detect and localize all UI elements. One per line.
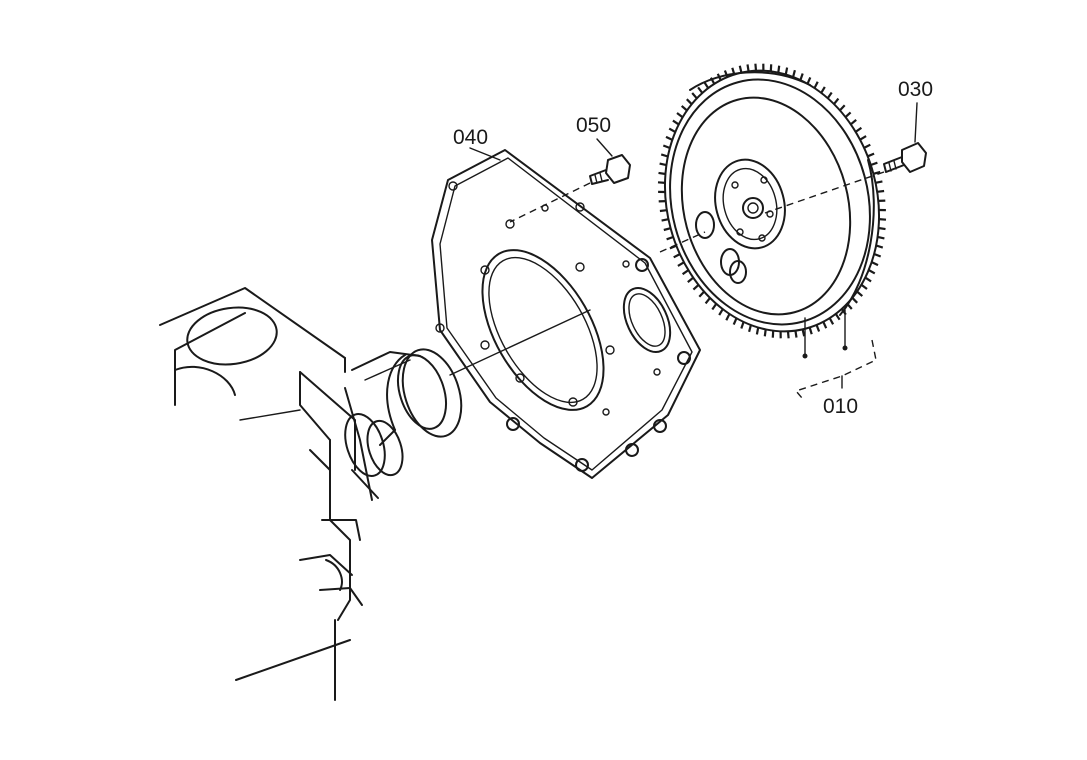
gear-tooth (763, 329, 767, 337)
gear-tooth (723, 70, 729, 78)
gear-tooth (746, 64, 750, 72)
crankshaft (344, 348, 463, 501)
gear-tooth (665, 135, 673, 141)
gear-tooth (875, 244, 884, 249)
gear-tooth (732, 317, 738, 326)
gear-tooth (709, 77, 716, 85)
gear-tooth (815, 324, 821, 332)
gear-tooth (801, 329, 806, 337)
gear-tooth (660, 153, 669, 158)
callout-030-label: 030 (898, 78, 933, 101)
gear-tooth (668, 127, 676, 133)
gear-tooth (792, 69, 796, 78)
gear-tooth (663, 227, 671, 232)
gear-tooth (794, 330, 798, 338)
gear-tooth (680, 105, 688, 112)
gear-tooth (692, 284, 700, 291)
gear-tooth (851, 297, 858, 304)
gear-tooth (716, 73, 722, 81)
gear-tooth (666, 235, 674, 241)
gear-tooth (672, 119, 680, 126)
gear-tooth (718, 308, 724, 316)
gear-tooth (828, 317, 835, 325)
flywheel (657, 63, 887, 339)
gear-tooth (873, 252, 882, 258)
gear-tooth (704, 297, 711, 305)
gear-tooth (826, 91, 833, 99)
end-plate-holes (435, 181, 661, 416)
gear-tooth (777, 65, 781, 73)
gear-tooth (844, 111, 852, 118)
gear-tooth (873, 170, 881, 175)
gear-tooth (687, 276, 694, 283)
gear-tooth (669, 244, 677, 250)
gear-tooth (813, 81, 819, 89)
end-plate-bolt (509, 154, 631, 223)
gear-tooth (658, 171, 666, 176)
flywheel-bolt (764, 142, 927, 214)
gear-tooth (806, 76, 812, 85)
gear-tooth (833, 97, 840, 105)
gear-tooth (697, 86, 704, 94)
gear-tooth (871, 261, 879, 267)
gear-tooth (854, 126, 863, 133)
gear-tooth (731, 67, 736, 75)
callout-010-label: 010 (823, 395, 858, 418)
gear-tooth (877, 235, 885, 240)
gear-tooth (673, 253, 681, 259)
gear-tooth (850, 119, 857, 126)
gear-tooth (703, 81, 710, 89)
gear-tooth (676, 112, 684, 119)
gear-tooth (820, 86, 826, 94)
gear-tooth (846, 302, 853, 310)
gear-tooth (875, 180, 883, 184)
gear-tooth (839, 104, 846, 112)
gear-tooth (686, 98, 693, 105)
gear-tooth (711, 303, 718, 311)
gear-tooth (662, 144, 671, 150)
gear-tooth (748, 324, 752, 333)
end-plate (431, 149, 701, 479)
gear-tooth (657, 181, 666, 184)
engine-block (159, 287, 363, 701)
gear-tooth (870, 161, 878, 167)
gear-tooth (868, 269, 876, 275)
gear-tooth (691, 92, 698, 100)
gear-tooth (786, 331, 790, 339)
gear-tooth (725, 313, 731, 321)
gear-tooth (740, 321, 745, 329)
gear-tooth (681, 269, 690, 276)
gear-tooth (864, 276, 872, 283)
gear-tooth (677, 261, 685, 267)
gear-tooth (799, 73, 804, 81)
gear-tooth (822, 321, 828, 329)
gear-tooth (754, 63, 758, 71)
callout-040-label: 040 (453, 126, 488, 149)
gear-tooth (738, 65, 743, 73)
end-plate-nuts (506, 258, 691, 472)
gear-tooth (834, 313, 841, 321)
gear-tooth (659, 209, 667, 213)
gear-tooth (877, 189, 885, 193)
gear-tooth (878, 218, 887, 221)
gear-tooth (659, 162, 667, 167)
gear-tooth (784, 67, 789, 75)
gear-tooth (878, 226, 886, 231)
assembly-bracket (794, 309, 877, 399)
gear-tooth (808, 327, 813, 335)
gear-tooth (698, 290, 705, 298)
callout-050-label: 050 (576, 114, 611, 137)
gear-tooth (867, 152, 875, 158)
gear-tooth (856, 290, 864, 297)
ring-gear-teeth (657, 63, 887, 339)
gear-tooth (755, 327, 760, 335)
gear-tooth (661, 218, 669, 222)
gear-tooth (860, 283, 868, 290)
gear-tooth (859, 135, 867, 141)
assembly-axis (449, 231, 706, 376)
gear-tooth (863, 143, 871, 149)
callout-leaders (469, 102, 918, 161)
